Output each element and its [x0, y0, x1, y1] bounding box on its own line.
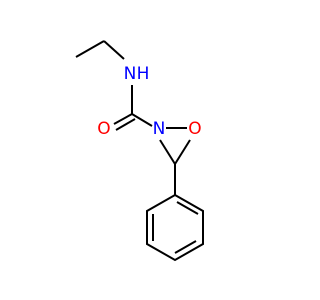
ring-oxygen-label: O: [188, 119, 201, 139]
structure-drawing: H N O N O: [75, 40, 204, 262]
bond-c-o-1: [113, 113, 133, 125]
bond-ring-n-c: [159, 139, 176, 165]
bond-ch2-nh: [103, 40, 125, 60]
phenyl-double-bond-2: [174, 240, 197, 254]
bond-c-o-2: [115, 118, 136, 131]
amide-hydrogen-label: H: [137, 64, 150, 84]
carbonyl-oxygen-label: O: [97, 119, 110, 139]
bond-ch3-ch2: [75, 40, 105, 58]
phenyl-double-bond-1: [176, 201, 199, 215]
amide-nitrogen-label: N: [124, 64, 137, 84]
bond-c-ring-n: [131, 113, 153, 127]
phenyl-ring: [146, 193, 204, 262]
molecule-canvas: H N O N O: [75, 40, 204, 262]
bond-ring-o-c: [174, 139, 191, 165]
ring-nitrogen-label: N: [153, 119, 166, 139]
